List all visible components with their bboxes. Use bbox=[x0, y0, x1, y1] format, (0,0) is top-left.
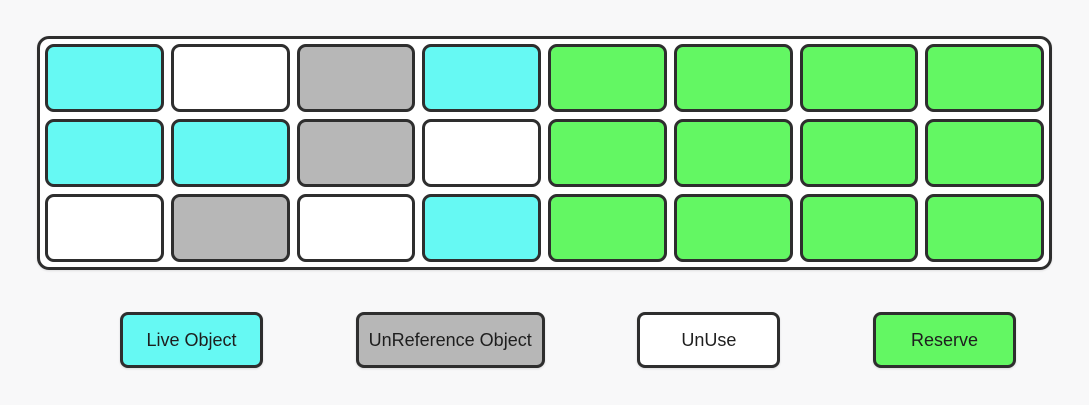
memory-cell-unuse bbox=[296, 194, 416, 262]
memory-cell-reserve bbox=[925, 119, 1044, 187]
memory-cell-unuse bbox=[422, 119, 541, 187]
memory-cell-unuse bbox=[170, 44, 290, 112]
memory-grid bbox=[37, 36, 1052, 270]
memory-cell-reserve bbox=[673, 44, 793, 112]
memory-cell-live bbox=[422, 44, 541, 112]
legend-reserve: Reserve bbox=[872, 312, 1016, 368]
memory-cell-live bbox=[45, 119, 164, 187]
memory-cell-live bbox=[170, 119, 290, 187]
memory-cell-reserve bbox=[673, 194, 793, 262]
legend-live: Live Object bbox=[120, 312, 263, 368]
memory-cell-reserve bbox=[799, 119, 919, 187]
memory-cell-reserve bbox=[548, 119, 667, 187]
legend-unreference: UnReference Object bbox=[355, 312, 545, 368]
memory-cell-reserve bbox=[673, 119, 793, 187]
memory-cell-reserve bbox=[799, 194, 919, 262]
memory-cell-unuse bbox=[45, 194, 164, 262]
memory-cell-unreference bbox=[296, 119, 416, 187]
memory-cell-unreference bbox=[296, 44, 416, 112]
memory-cell-live bbox=[45, 44, 164, 112]
legend-unuse: UnUse bbox=[637, 312, 781, 368]
memory-cell-reserve bbox=[799, 44, 919, 112]
memory-cell-reserve bbox=[925, 194, 1044, 262]
memory-cell-live bbox=[422, 194, 541, 262]
memory-cell-unreference bbox=[170, 194, 290, 262]
memory-cell-reserve bbox=[548, 44, 667, 112]
memory-cell-reserve bbox=[548, 194, 667, 262]
memory-cell-reserve bbox=[925, 44, 1044, 112]
legend: Live Object UnReference Object UnUse Reserv… bbox=[120, 311, 1016, 369]
